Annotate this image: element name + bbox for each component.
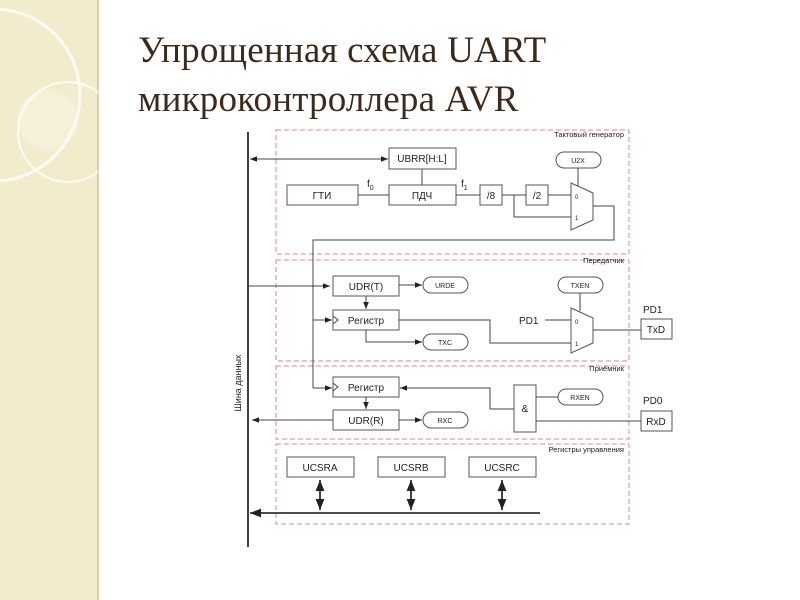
- data-bus-label: Шина данных: [233, 354, 243, 411]
- ucsrb-label: UCSRB: [393, 463, 428, 474]
- txen-label: TXEN: [571, 283, 590, 290]
- and-gate-label: &: [522, 404, 529, 415]
- register-to-tx-mux: [399, 319, 571, 344]
- tx-mux: [570, 307, 594, 354]
- rx-register-clock-mark: [332, 382, 339, 392]
- tx-mux-in1: 1: [575, 342, 579, 348]
- slide-title: Упрощенная схема UART микроконтроллера A…: [138, 26, 546, 124]
- ucsrb-block: [377, 456, 446, 478]
- section-receiver-frame: [275, 365, 630, 440]
- rxc-label: RXC: [438, 418, 453, 425]
- decor-circles: [0, 7, 119, 183]
- section-control-label: Регистры управления: [548, 445, 624, 454]
- rx-register-label: Регистр: [348, 383, 385, 394]
- tx-register-label: Регистр: [348, 316, 385, 327]
- txc-label: TXC: [438, 340, 452, 347]
- decor-circle-large: [0, 7, 82, 183]
- udr-r-label: UDR(R): [348, 416, 384, 427]
- ucsrc-block: [468, 456, 537, 478]
- section-control-frame: [275, 443, 630, 525]
- tx-mux-in0: 0: [575, 320, 579, 326]
- section-clock-frame: [275, 129, 630, 255]
- f0-label: f0: [367, 179, 374, 192]
- rxen-label: RXEN: [570, 395, 589, 402]
- gti-label: ГТИ: [313, 191, 332, 202]
- side-decor-line: [97, 0, 99, 600]
- section-transmitter-label: Передатчик: [583, 256, 625, 265]
- div8-bypass-to-mux: [513, 195, 571, 218]
- pd0-pin-label: PD0: [643, 396, 663, 407]
- decor-circle-fill: [18, 90, 78, 150]
- pd1-mux-label: PD1: [519, 316, 539, 327]
- urde-flag: [422, 276, 469, 294]
- ucsrc-label: UCSRC: [484, 463, 520, 474]
- f1-label: f1: [461, 179, 468, 192]
- u2x-label: U2X: [571, 158, 585, 165]
- ucsra-label: UCSRA: [302, 463, 337, 474]
- div2-label: /2: [533, 191, 542, 202]
- slide-title-line-1: Упрощенная схема UART: [138, 30, 547, 71]
- ubrr-label: UBRR[H:L]: [397, 154, 447, 165]
- section-transmitter-frame: [275, 259, 630, 362]
- clock-out-line: [312, 205, 615, 388]
- pdch-label: ПДЧ: [412, 191, 432, 202]
- tx-register-clock-mark: [332, 315, 339, 325]
- section-clock-label: Тактовый генератор: [554, 130, 624, 139]
- clock-mux-in1: 1: [575, 216, 579, 222]
- register-to-txc: [365, 330, 422, 345]
- clock-mux: [570, 182, 594, 231]
- ucsra-block: [286, 456, 355, 478]
- section-receiver-label: Приёмник: [589, 364, 624, 373]
- txd-label: TxD: [647, 325, 665, 336]
- div8-label: /8: [487, 191, 496, 202]
- rxc-flag: [422, 411, 469, 429]
- and-to-rx-register: [400, 385, 514, 410]
- txd-pin: [640, 318, 673, 340]
- slide-title-line-2: микроконтроллера AVR: [138, 79, 519, 120]
- decor-circle-small: [17, 81, 119, 183]
- txc-flag: [422, 333, 469, 351]
- clock-mux-in0: 0: [575, 195, 579, 201]
- rxd-label: RxD: [646, 417, 665, 428]
- udr-t-label: UDR(T): [349, 282, 383, 293]
- pd1-pin-label: PD1: [643, 305, 663, 316]
- urde-label: URDE: [435, 283, 455, 290]
- rxd-pin: [640, 410, 673, 432]
